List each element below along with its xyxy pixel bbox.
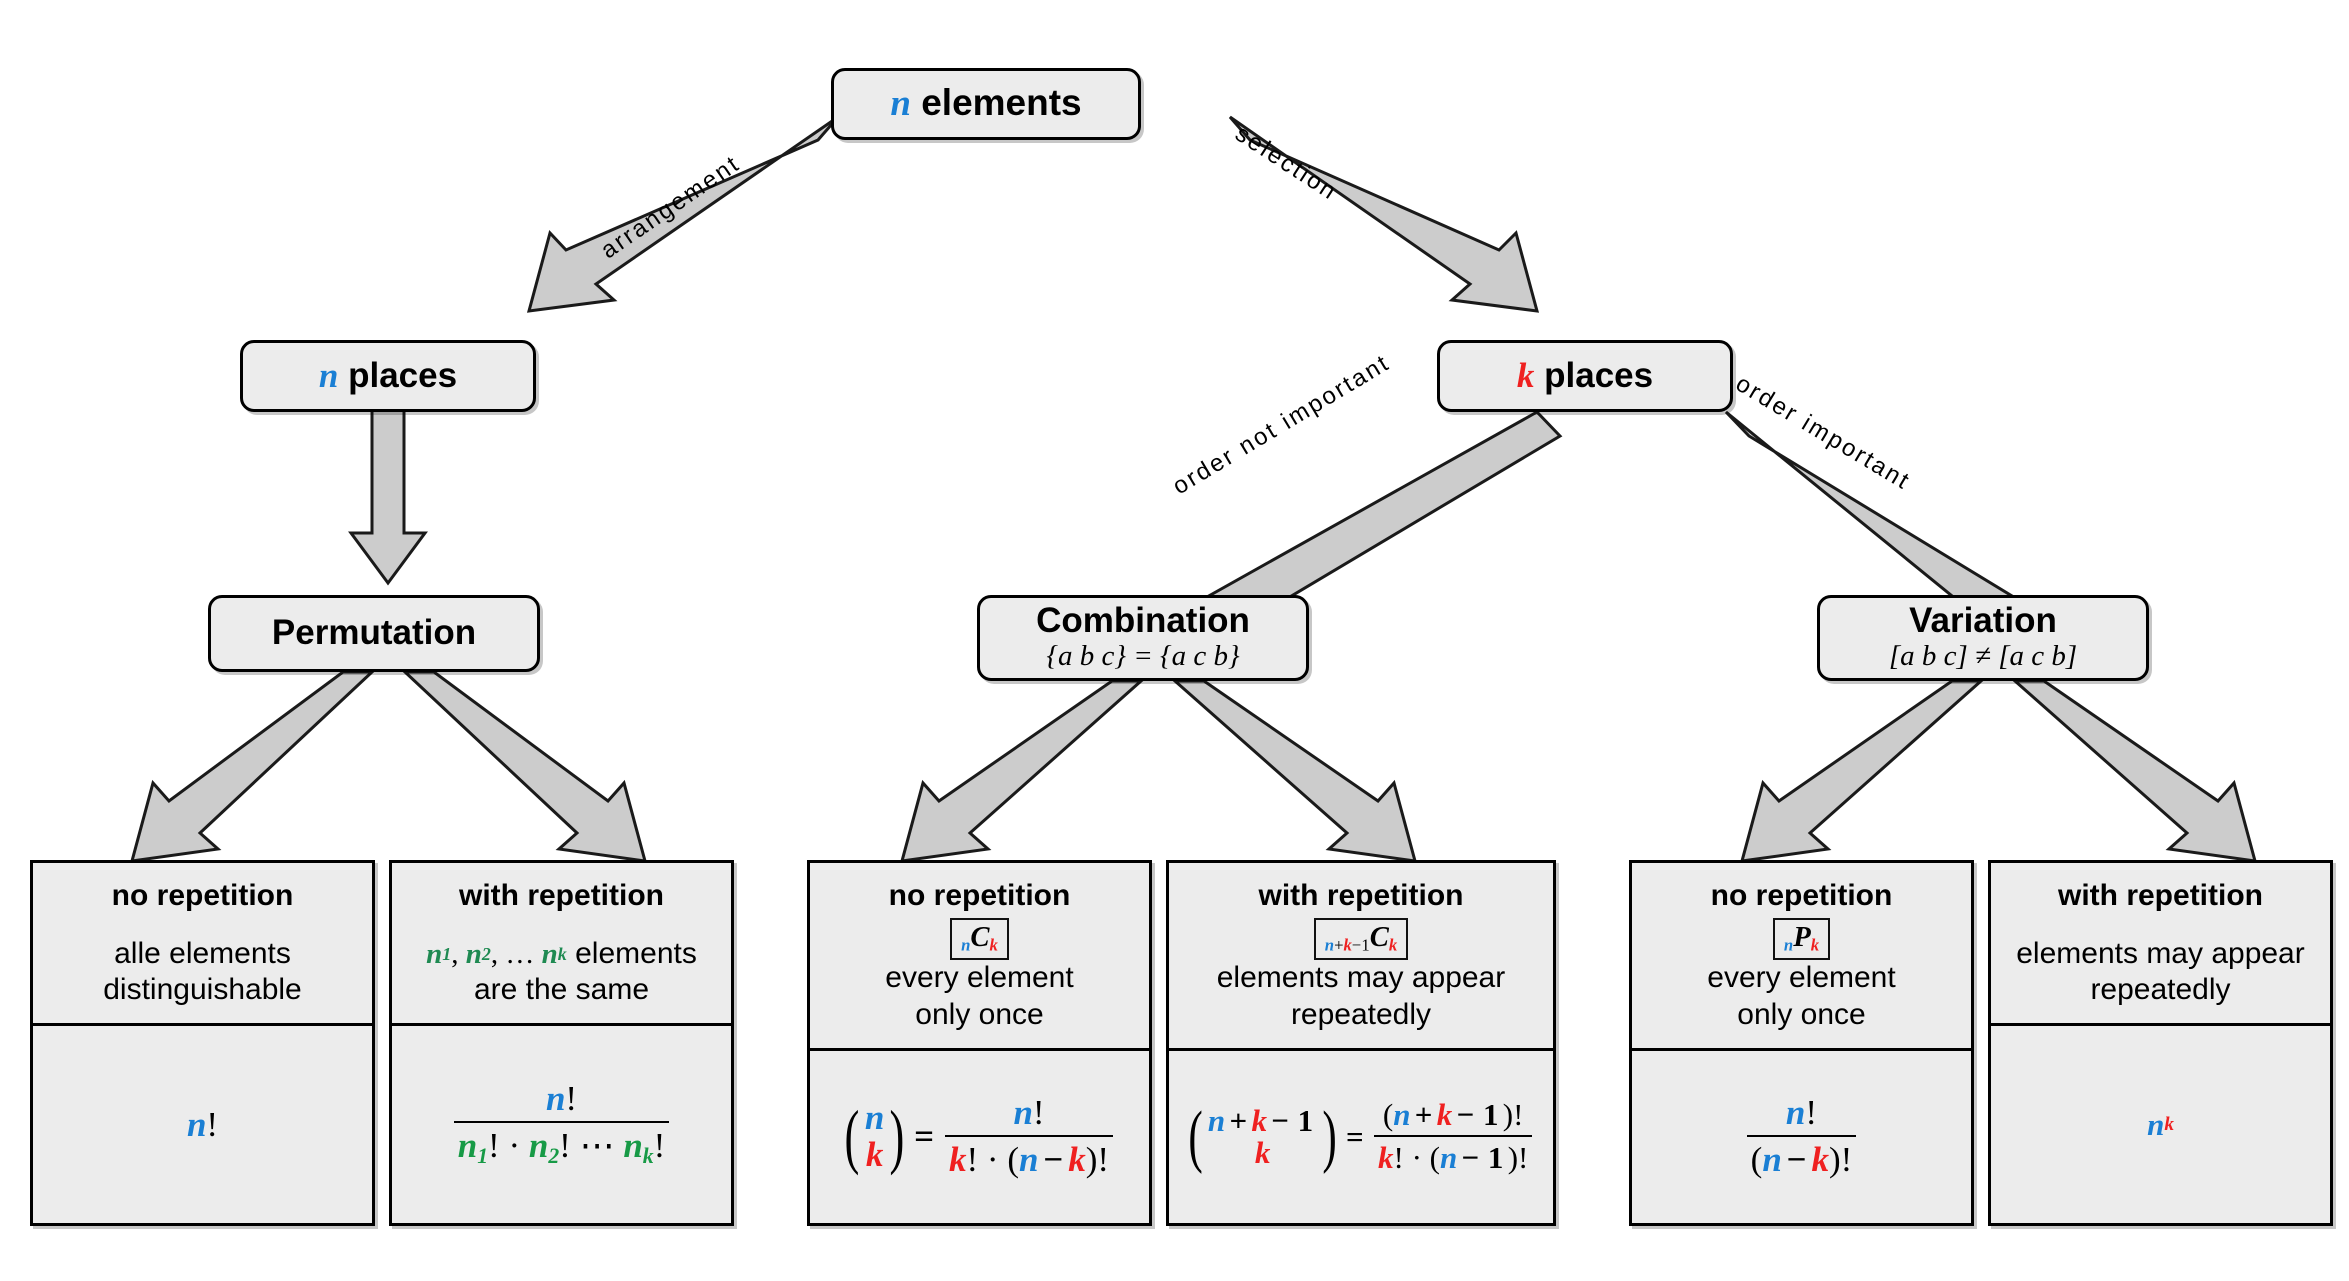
node-permutation-title: Permutation	[271, 613, 477, 653]
leaf-header: with repetition	[1258, 879, 1464, 912]
edge-label-arrangement: arrangement	[596, 149, 746, 265]
desc-line-2: only once	[1737, 998, 1866, 1031]
leaf-header: with repetition	[2058, 879, 2263, 912]
leaf-comb-no-rep[interactable]: no repetition nCk every element only onc…	[807, 860, 1152, 1226]
arrow-combination-to-comb-with-rep	[1171, 679, 1418, 863]
leaf-perm-no-rep[interactable]: no repetition alle elements distinguisha…	[30, 860, 375, 1226]
leaf-header: no repetition	[888, 879, 1071, 912]
desc-line-2: repeatedly	[2090, 973, 2231, 1007]
edge-label-selection: selection	[1230, 120, 1343, 207]
leaf-description: elements may appear repeatedly	[2016, 936, 2305, 1009]
variable-n: n	[890, 83, 911, 125]
leaf-header: no repetition	[1710, 879, 1893, 912]
desc-line-2: only once	[915, 998, 1044, 1031]
desc-line-2: repeatedly	[1290, 998, 1432, 1031]
leaf-header: no repetition	[111, 879, 294, 912]
arrow-n-places-to-permutation	[348, 408, 428, 586]
node-n-places-text: n places	[318, 355, 458, 395]
leaf-perm-with-rep-formula-cell: n! n1! · n2! ⋯ nk!	[392, 1026, 731, 1223]
desc-line-1: every element	[885, 961, 1074, 995]
formula-multinomial: n! n1! · n2! ⋯ nk!	[448, 1079, 676, 1169]
leaf-description: alle elements distinguishable	[103, 936, 301, 1009]
node-combination-title: Combination	[1036, 600, 1250, 640]
arrow-combination-to-comb-no-rep	[899, 679, 1145, 863]
leaf-comb-with-rep-formula-cell: ( n+k−1 k ) = (n+k−1)! k! · (n−1)!	[1169, 1051, 1553, 1223]
node-n-elements[interactable]: n elements	[831, 68, 1141, 140]
arrow-permutation-to-perm-with-rep	[401, 670, 648, 863]
notation-badge-nCk: nCk	[950, 918, 1009, 961]
node-n-elements-label: elements	[921, 82, 1082, 124]
leaf-var-no-rep-top: no repetition nPk every element only onc…	[1632, 863, 1971, 1051]
node-k-places-text: k places	[1516, 355, 1654, 395]
node-n-places[interactable]: n places	[240, 340, 536, 412]
leaf-comb-no-rep-top: no repetition nCk every element only onc…	[810, 863, 1149, 1051]
node-n-elements-text: n elements	[890, 82, 1082, 125]
arrow-permutation-to-perm-no-rep	[129, 670, 376, 863]
notation-badge-nPk: nPk	[1772, 918, 1831, 961]
desc-line-1: elements may appear	[2016, 936, 2305, 970]
desc-line-1: alle elements	[114, 936, 291, 970]
node-variation-subtitle: [a b c] ≠ [a c b]	[1888, 640, 2078, 673]
desc-line-1: elements may appear	[1216, 961, 1506, 995]
variable-k: k	[1516, 355, 1535, 395]
variable-n: n	[318, 355, 339, 395]
desc-line-2: are the same	[473, 973, 650, 1007]
node-n-places-label: places	[348, 355, 458, 395]
desc-line-1: elements	[575, 936, 697, 970]
leaf-var-with-rep[interactable]: with repetition elements may appear repe…	[1988, 860, 2333, 1226]
node-combination-subtitle: {a b c} = {a c b}	[1046, 640, 1240, 673]
node-k-places[interactable]: k places	[1437, 340, 1733, 412]
formula-n-fact-over-n-minus-k: n! (n−k)!	[1741, 1093, 1863, 1180]
node-permutation[interactable]: Permutation	[208, 595, 540, 672]
leaf-perm-no-rep-formula-cell: n!	[33, 1026, 372, 1223]
leaf-var-no-rep[interactable]: no repetition nPk every element only onc…	[1629, 860, 1974, 1226]
leaf-description: every element only once	[1707, 960, 1895, 1033]
node-k-places-label: places	[1544, 355, 1654, 395]
leaf-comb-with-rep-top: with repetition n+k−1Ck elements may app…	[1169, 863, 1553, 1051]
formula-binomial-nk1: ( n+k−1 k ) = (n+k−1)! k! · (n−1)!	[1184, 1097, 1539, 1176]
edge-label-order-not-important: order not important	[1168, 349, 1395, 501]
leaf-header: with repetition	[459, 879, 664, 912]
leaf-description: every element only once	[885, 960, 1073, 1033]
node-variation[interactable]: Variation [a b c] ≠ [a c b]	[1817, 595, 2149, 681]
desc-line-1: every element	[1707, 961, 1896, 995]
node-variation-title: Variation	[1909, 600, 2057, 640]
arrow-variation-to-var-no-rep	[1739, 679, 1985, 863]
edge-label-order-important: order important	[1731, 370, 1916, 496]
notation-badge-npk-1Ck: n+k−1Ck	[1313, 918, 1409, 961]
node-combination[interactable]: Combination {a b c} = {a c b}	[977, 595, 1309, 681]
desc-line-2: distinguishable	[103, 973, 302, 1007]
leaf-perm-no-rep-top: no repetition alle elements distinguisha…	[33, 863, 372, 1026]
leaf-description: elements may appear repeatedly	[1217, 960, 1506, 1033]
leaf-var-with-rep-top: with repetition elements may appear repe…	[1991, 863, 2330, 1026]
leaf-var-no-rep-formula-cell: n! (n−k)!	[1632, 1051, 1971, 1223]
formula-n-factorial: n!	[186, 1104, 219, 1144]
leaf-comb-with-rep[interactable]: with repetition n+k−1Ck elements may app…	[1166, 860, 1556, 1226]
arrow-variation-to-var-with-rep	[2011, 679, 2258, 863]
